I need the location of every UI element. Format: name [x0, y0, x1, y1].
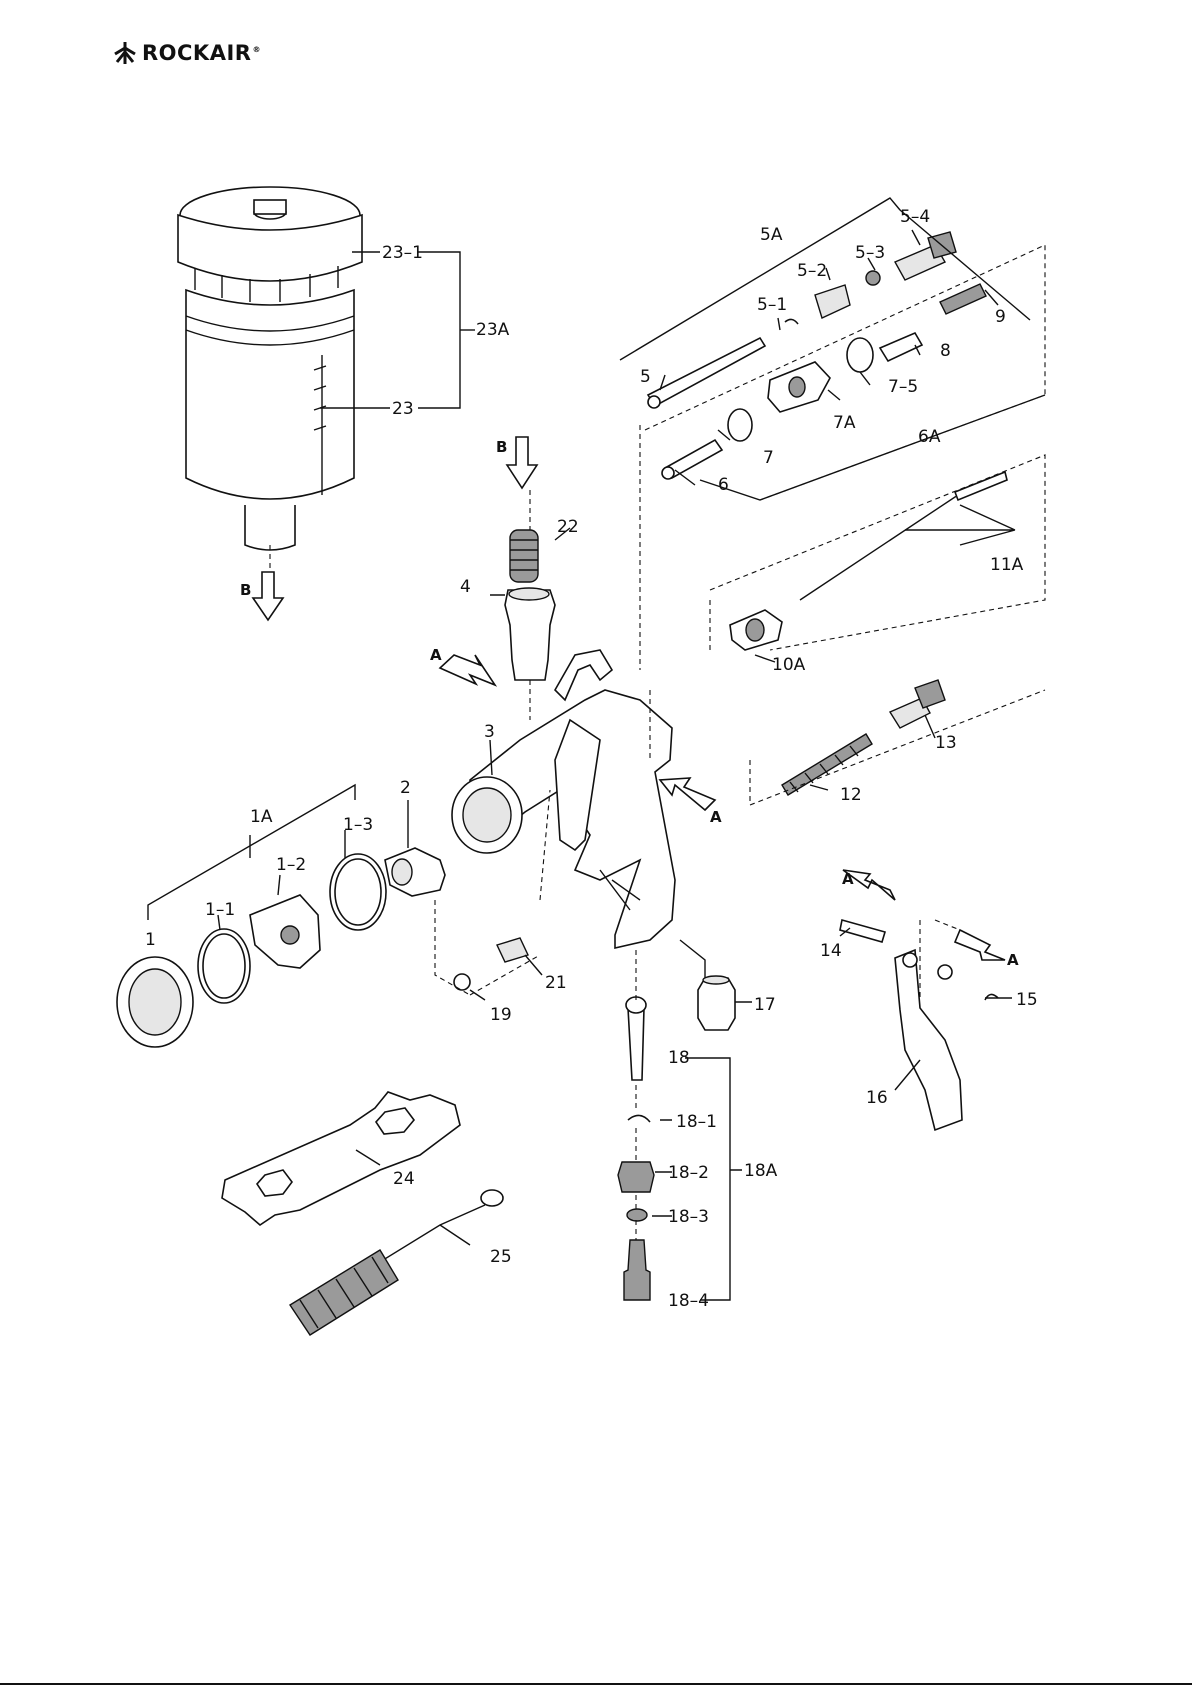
trigger-parts: [840, 920, 998, 1130]
label-arrow-a-right: A: [710, 808, 722, 826]
label-1A: 1A: [250, 807, 273, 827]
label-8: 8: [940, 341, 951, 361]
part-5-2-nut: [815, 285, 850, 318]
label-1-3: 1–3: [343, 815, 373, 835]
part-18-3-washer: [627, 1209, 647, 1221]
label-5-3: 5–3: [855, 243, 885, 263]
part-11A-needle-tip: [955, 472, 1007, 500]
cup-outlet: [245, 505, 295, 550]
arrow-b-bottom-icon: [253, 572, 283, 620]
label-16: 16: [866, 1088, 888, 1108]
part-24-wrench: [222, 1092, 460, 1225]
label-arrow-a-left: A: [430, 646, 442, 664]
label-23-1: 23–1: [382, 243, 423, 263]
label-15: 15: [1016, 990, 1038, 1010]
label-17: 17: [754, 995, 776, 1015]
arrow-a-trig-right-icon: [955, 930, 1005, 960]
part-18-4-screw: [624, 1240, 650, 1300]
label-9: 9: [995, 307, 1006, 327]
label-21: 21: [545, 973, 567, 993]
label-5-4: 5–4: [900, 207, 930, 227]
label-1-2: 1–2: [276, 855, 306, 875]
label-18: 18: [668, 1048, 690, 1068]
label-18-2: 18–2: [668, 1163, 709, 1183]
needle-parts: [730, 472, 1007, 650]
label-18-1: 18–1: [676, 1112, 717, 1132]
label-18A: 18A: [744, 1161, 778, 1181]
part-25-brush-wire: [375, 1205, 485, 1265]
part-18-stem: [628, 1008, 644, 1080]
label-4: 4: [460, 577, 471, 597]
label-18-3: 18–3: [668, 1207, 709, 1227]
part-21-fitting: [497, 938, 528, 962]
part-5-3-washer: [866, 271, 880, 285]
arrow-a-left-icon: [440, 655, 495, 685]
fluid-inlet-parts: [505, 530, 555, 680]
label-11A: 11A: [990, 555, 1024, 575]
label-14: 14: [820, 941, 842, 961]
label-1-1: 1–1: [205, 900, 235, 920]
label-6: 6: [718, 475, 729, 495]
gun-front-inner: [463, 788, 511, 842]
arrow-a-right-icon: [660, 778, 715, 810]
label-arrow-a-trig-left: A: [842, 870, 854, 888]
part-18-1-clip: [628, 1115, 650, 1122]
part-7-5-oring: [847, 338, 873, 372]
label-23A: 23A: [476, 320, 510, 340]
label-5: 5: [640, 367, 651, 387]
label-13: 13: [935, 733, 957, 753]
part-9-spring: [940, 284, 986, 314]
label-24: 24: [393, 1169, 415, 1189]
label-2: 2: [400, 778, 411, 798]
spring-parts: [782, 680, 945, 795]
part-16-trigger: [895, 950, 962, 1130]
label-arrow-b-bottom: B: [240, 581, 251, 599]
part-5-1-clip: [785, 319, 798, 324]
part-15-clip: [985, 994, 998, 1000]
tools: [222, 1092, 503, 1335]
arrow-b-top-icon: [507, 437, 537, 488]
label-5-1: 5–1: [757, 295, 787, 315]
label-10A: 10A: [772, 655, 806, 675]
label-23: 23: [392, 399, 414, 419]
gun-body: [452, 650, 675, 948]
label-7A: 7A: [833, 413, 856, 433]
cup-body: [186, 290, 354, 499]
part-18-2-nut: [618, 1162, 654, 1192]
part-7-oring: [728, 409, 752, 441]
label-arrow-b-top: B: [496, 438, 507, 456]
label-5A: 5A: [760, 225, 783, 245]
air-cap-assembly: [117, 848, 445, 1047]
part-22-filter: [510, 530, 538, 582]
label-12: 12: [840, 785, 862, 805]
label-7-5: 7–5: [888, 377, 918, 397]
part-5-spindle: [648, 338, 765, 406]
part-4-connector: [505, 590, 555, 680]
part-17-air-inlet: [698, 978, 735, 1030]
label-7: 7: [763, 448, 774, 468]
label-18-4: 18–4: [668, 1291, 709, 1311]
label-6A: 6A: [918, 427, 941, 447]
label-3: 3: [484, 722, 495, 742]
label-19: 19: [490, 1005, 512, 1025]
paint-cup-assembly: [178, 187, 362, 550]
label-22: 22: [557, 517, 579, 537]
part-25-brush-loop: [481, 1190, 503, 1206]
label-1: 1: [145, 930, 156, 950]
label-5-2: 5–2: [797, 261, 827, 281]
label-arrow-a-trig-right: A: [1007, 951, 1019, 969]
label-25: 25: [490, 1247, 512, 1267]
cup-lid-knob-body: [254, 200, 286, 214]
